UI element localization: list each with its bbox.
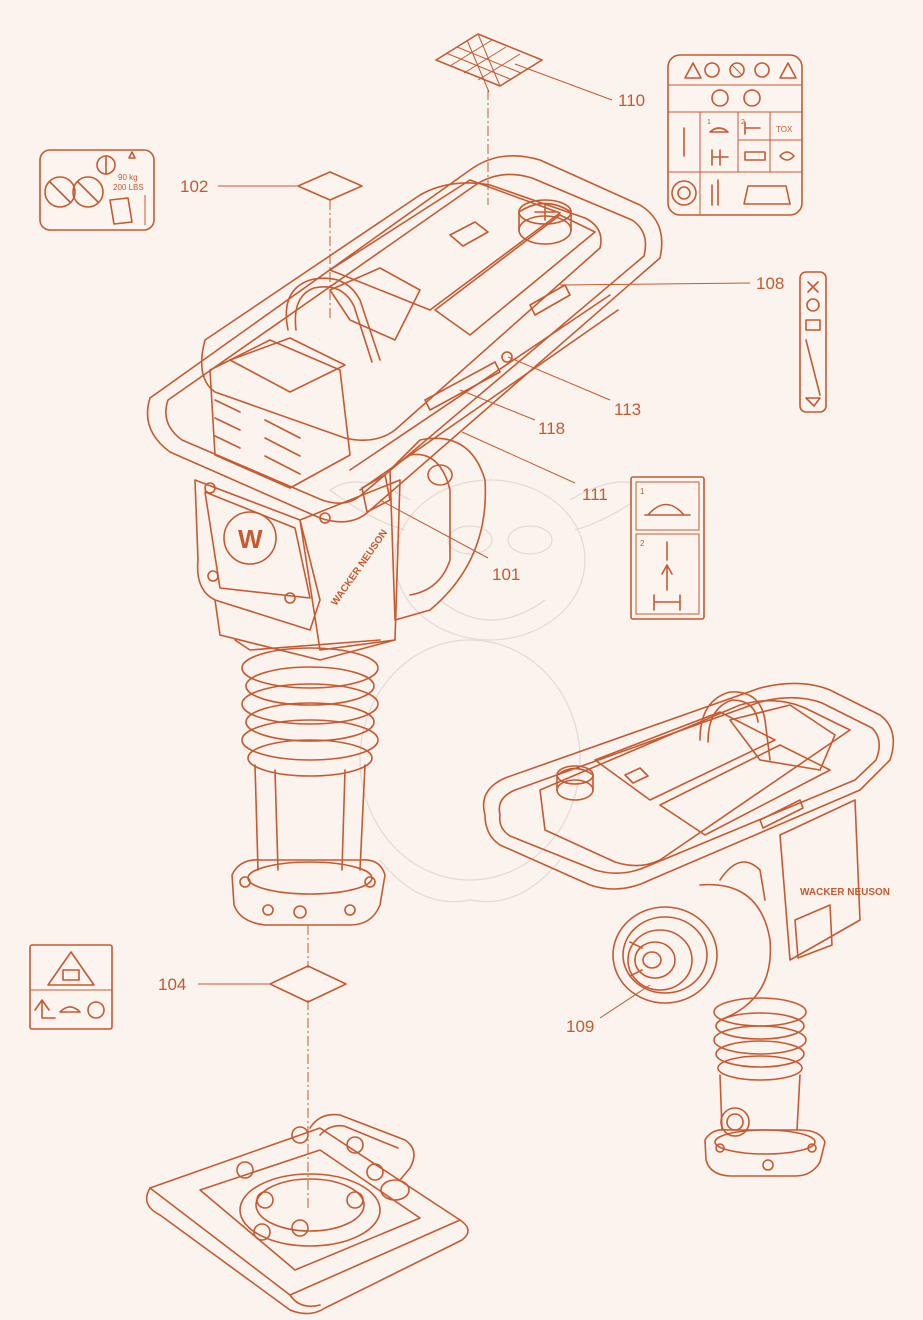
recoil-starter [612,906,718,1004]
panel-tox: TOX [776,125,793,134]
callout-101: 101 [492,565,521,584]
arrow-up-icon [661,564,673,591]
bellows-rear [713,997,807,1081]
logo-letter: W [238,524,263,554]
starting-step2: 2 [640,539,645,548]
callout-118: 118 [538,419,566,438]
rammer-rear-view: WACKER NEUSON [482,682,895,1177]
decal-safety-lifting: 90 kg 200 LBS [39,149,155,231]
callout-108: 108 [756,274,785,293]
callout-111: 109 [566,1017,595,1036]
decal-109-grid [435,33,543,93]
no-lifting-icon [87,1001,105,1019]
decal-warning-lower [29,944,113,1030]
callout-102: 102 [180,177,209,196]
decal-operation-panel: 1 2 TOX [667,54,803,216]
weight-lbs: 200 LBS [113,183,144,192]
decal-104-diamond [269,965,347,1003]
starting-step1: 1 [640,487,645,496]
callout-104: 104 [158,975,187,994]
warning-triangle-icon [684,62,702,79]
decal-102-diamond [297,171,363,201]
leader-lines [198,63,751,1019]
panel-step2: 2 [741,119,745,126]
brand-label-rear: WACKER NEUSON [800,887,890,898]
panel-step1: 1 [707,119,711,126]
weight-kg: 90 kg [118,173,138,182]
foot-plate-bolts [236,1126,384,1241]
brand-label-main: WACKER NEUSON [330,528,391,608]
callout-109: 110 [618,91,646,110]
assembly-axis-lines [307,90,489,1210]
ear-protection-icon [704,62,720,78]
foot-plate [145,1113,469,1315]
callout-110: 111 [582,485,608,504]
decal-vertical-strip [799,271,827,413]
engine-oil-icon [743,185,791,205]
warning-triangle-lower-icon [47,951,95,986]
decal-starting-procedure: 1 2 [630,476,705,620]
bellows-main [241,647,379,777]
turtle-icon [644,503,691,516]
callout-113: 113 [614,400,642,419]
throttle-icon [653,594,681,611]
rammer-main-view: W WACKER NEUSON [146,154,663,926]
